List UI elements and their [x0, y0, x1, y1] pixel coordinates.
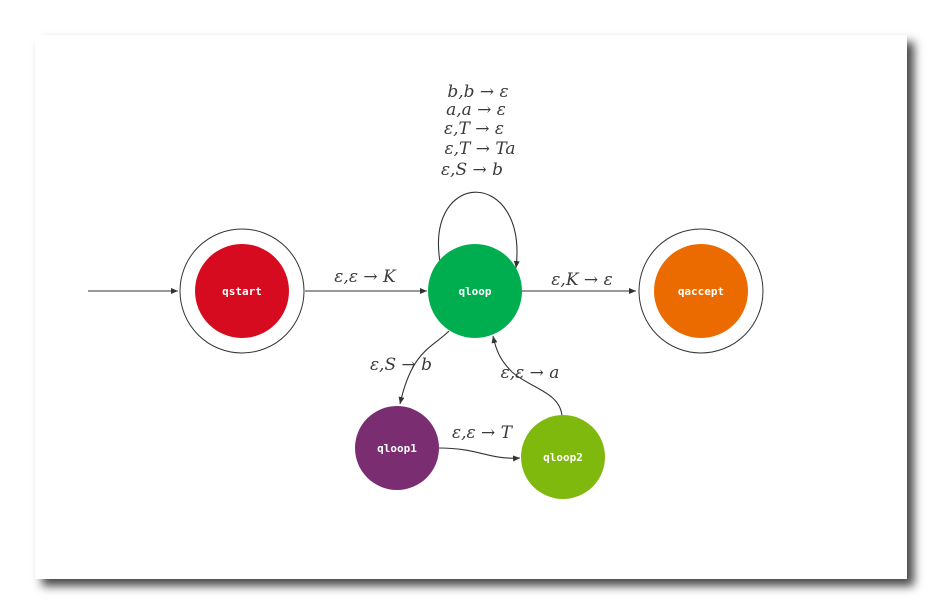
label-self-loop-3: ε,T → ε [444, 119, 504, 139]
label-qloop-qloop1: ε,S → b [370, 355, 432, 375]
state-qloop [428, 244, 522, 338]
label-qloop1-qloop2: ε,ε → T [452, 423, 514, 443]
qstart-accept-ring [179, 228, 305, 354]
state-qloop2 [521, 415, 605, 499]
state-qloop-label: qloop [458, 285, 491, 298]
label-self-loop-4: ε,T → Ta [444, 139, 515, 159]
label-qstart-qloop: ε,ε → K [334, 267, 397, 287]
edge-qloop-qloop1 [398, 330, 450, 405]
state-qaccept-label: qaccept [678, 285, 724, 298]
qaccept-accept-ring [638, 228, 764, 354]
edge-qloop1-qloop2 [438, 447, 521, 462]
edge-qloop-self-loop [438, 191, 520, 269]
label-self-loop-2: a,a → ε [446, 100, 506, 120]
label-self-loop-1: b,b → ε [447, 82, 508, 102]
label-qloop2-qloop: ε,ε → a [501, 363, 560, 383]
state-qaccept [654, 244, 748, 338]
label-qloop-qaccept: ε,K → ε [551, 270, 612, 290]
state-qloop1-label: qloop1 [377, 442, 417, 455]
edge-qloop2-qloop [491, 335, 563, 417]
label-self-loop-5: ε,S → b [441, 160, 503, 180]
state-qstart [195, 244, 289, 338]
state-qloop2-label: qloop2 [543, 451, 583, 464]
state-qstart-label: qstart [222, 285, 262, 298]
state-qloop1 [355, 406, 439, 490]
